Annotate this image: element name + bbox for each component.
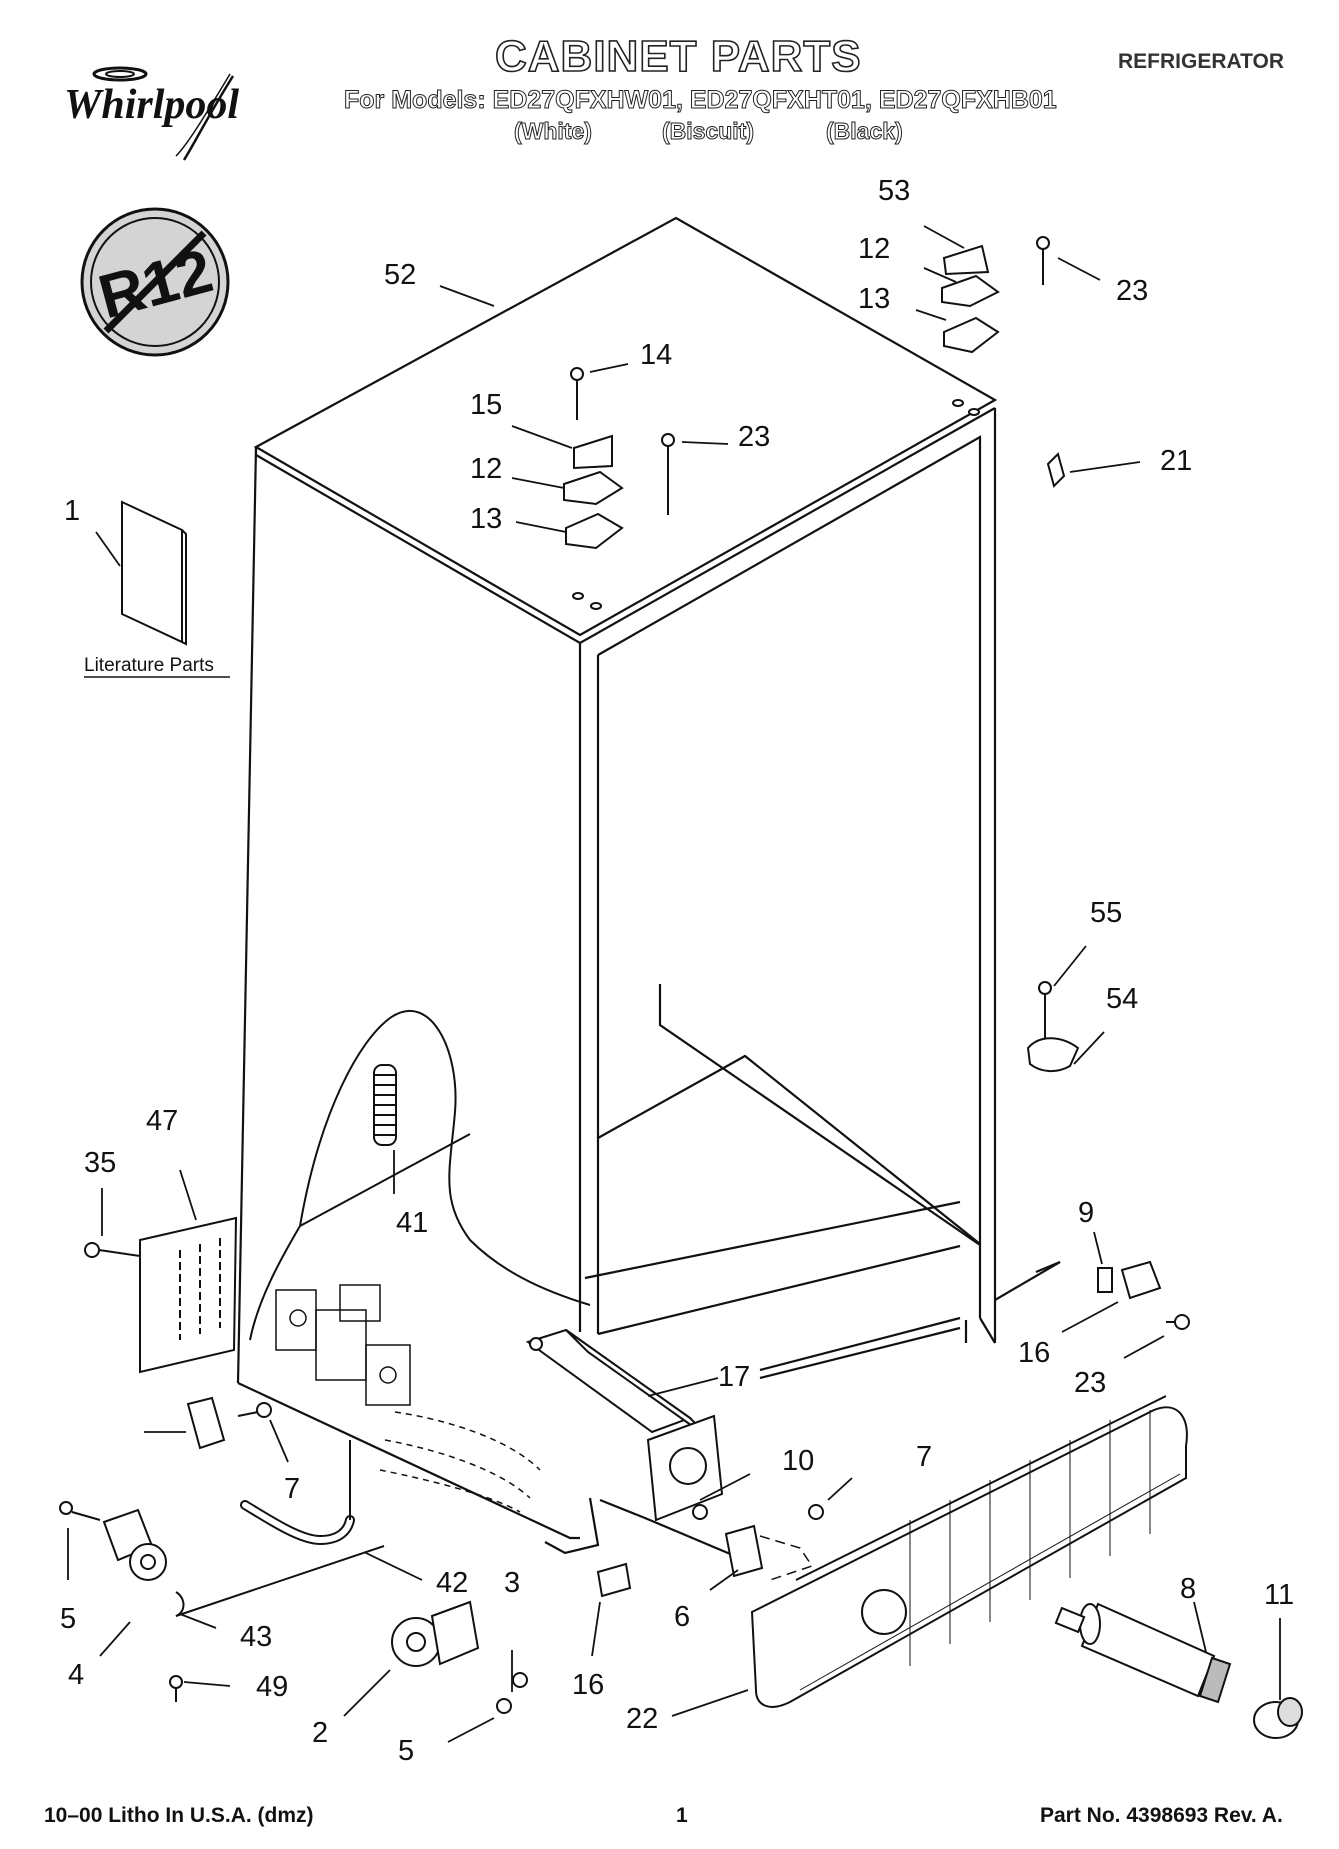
cap-11-icon — [1253, 1697, 1303, 1739]
leader-lines — [67, 225, 1281, 1743]
bracket-54-icon — [1026, 981, 1080, 1072]
callout-47: 47 — [146, 1105, 178, 1137]
callout-13-left: 13 — [470, 503, 502, 535]
upper-right-hinge — [941, 236, 1050, 416]
callout-42: 42 — [436, 1567, 468, 1599]
callout-49: 53 — [878, 175, 910, 207]
callout-labels: 52 53 12 13 23 14 15 23 12 13 21 1 55 54… — [60, 175, 1294, 1767]
callout-7-right: 7 — [916, 1441, 932, 1473]
color-white: (White) — [514, 118, 593, 145]
callout-8: 8 — [1180, 1573, 1196, 1605]
callout-7-left: 7 — [284, 1473, 300, 1505]
base-grille-22 — [750, 1395, 1188, 1708]
filter-8-icon — [1054, 1602, 1232, 1704]
whirlpool-logo-icon: Whirlpool — [64, 66, 239, 161]
callout-16-bottom: 16 — [572, 1669, 604, 1701]
bracket-6-icon — [692, 1504, 824, 1578]
callout-12-left: 12 — [470, 453, 502, 485]
callout-53: 49 — [256, 1671, 288, 1703]
assembly-guides — [759, 1535, 814, 1581]
callout-3: 3 — [504, 1567, 520, 1599]
callout-13-right: 13 — [858, 283, 890, 315]
callout-48: 52 — [384, 259, 416, 291]
callout-4: 4 — [68, 1659, 84, 1691]
footer-litho: 10–00 Litho In U.S.A. (dmz) — [44, 1804, 314, 1827]
callout-23-top-left: 23 — [738, 421, 770, 453]
models-line: For Models: ED27QFXHW01, ED27QFXHT01, ED… — [344, 86, 1058, 115]
callout-2: 2 — [312, 1717, 328, 1749]
callout-14: 14 — [640, 339, 672, 371]
callout-6: 6 — [674, 1601, 690, 1633]
access-cover-47-icon — [84, 1216, 238, 1374]
bracket-9-16-icon — [1097, 1260, 1190, 1330]
footer-part-number: Part No. 4398693 Rev. A. — [1040, 1804, 1283, 1827]
callout-15: 15 — [470, 389, 502, 421]
callout-23-top-right: 23 — [1116, 275, 1148, 307]
bracket-52-icon — [186, 1396, 272, 1450]
callout-54: 54 — [1106, 983, 1138, 1015]
callout-16-right: 16 — [1018, 1337, 1050, 1369]
roller-2-icon — [391, 1600, 528, 1714]
callout-11: 11 — [1264, 1579, 1294, 1611]
rear-cutaway — [249, 1010, 591, 1341]
callout-22: 22 — [626, 1703, 658, 1735]
callout-5-bottom: 5 — [398, 1735, 414, 1767]
roller-4-icon — [59, 1501, 385, 1702]
upper-left-hinge — [563, 367, 675, 610]
duct-17-icon — [525, 1328, 724, 1522]
compressor-cluster — [275, 1284, 411, 1406]
product-type: REFRIGERATOR — [1118, 50, 1285, 73]
brand-name: Whirlpool — [64, 82, 239, 128]
callout-12-right: 12 — [858, 233, 890, 265]
page-title: CABINET PARTS — [494, 31, 862, 82]
bracket-16-icon — [596, 1562, 632, 1598]
callout-21: 21 — [1160, 445, 1192, 477]
clip-21-icon — [1046, 452, 1066, 488]
callout-35: 35 — [84, 1147, 116, 1179]
color-biscuit: (Biscuit) — [662, 118, 755, 145]
callout-41: 41 — [396, 1207, 428, 1239]
cabinet-shell — [236, 216, 1061, 1558]
drain-trough — [379, 1411, 541, 1513]
callout-17: 17 — [718, 1361, 750, 1393]
callout-43: 43 — [240, 1621, 272, 1653]
footer-page-number: 1 — [676, 1804, 688, 1827]
no-r12-badge: R12 — [80, 207, 230, 357]
literature-booklet-icon — [121, 500, 187, 646]
brand-logo: Whirlpool — [58, 56, 288, 171]
color-black: (Black) — [826, 118, 904, 145]
literature-label: Literature Parts — [84, 655, 214, 676]
callout-9: 9 — [1078, 1197, 1094, 1229]
callout-5-left: 5 — [60, 1603, 76, 1635]
callout-23-right: 23 — [1074, 1367, 1106, 1399]
callout-55: 55 — [1090, 897, 1122, 929]
callout-10: 10 — [782, 1445, 814, 1477]
spring-41-icon — [373, 1064, 397, 1146]
callout-1: 1 — [64, 495, 80, 527]
